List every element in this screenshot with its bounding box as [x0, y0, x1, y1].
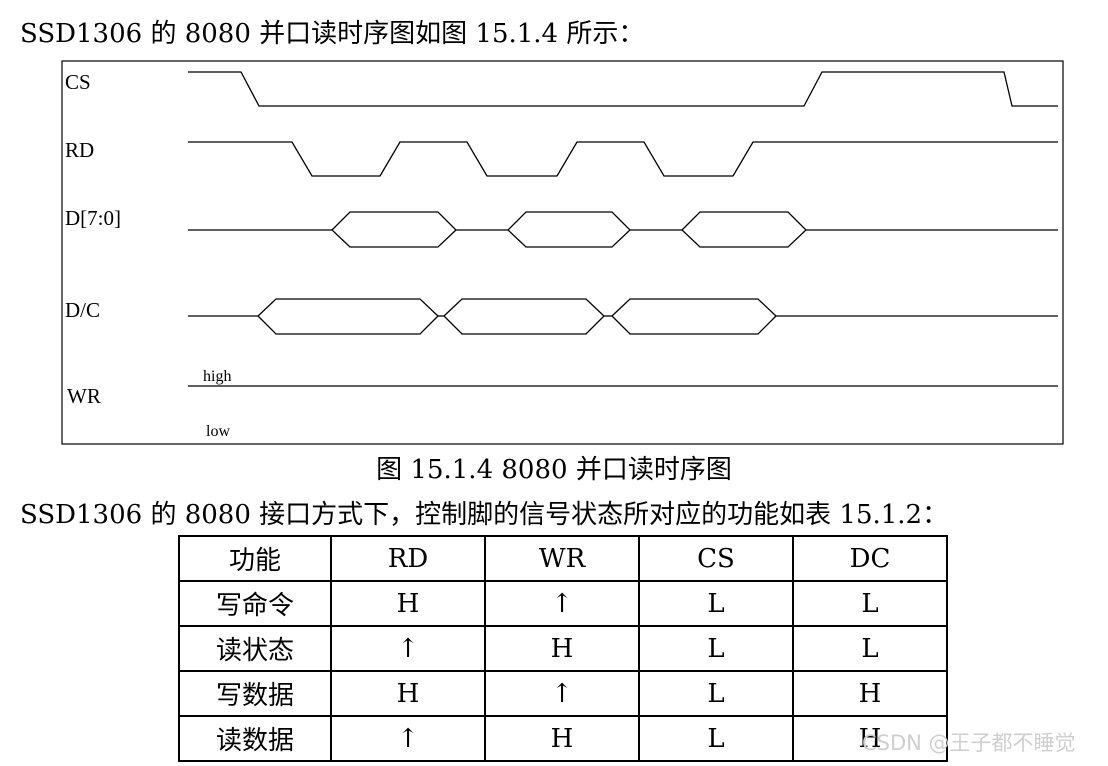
table-row: 读状态 ↑ H L L: [178, 625, 948, 672]
function-table: 功能 RD WR CS DC 写命令 H ↑ L L 读状态 ↑ H L L 写…: [178, 535, 948, 762]
dc-waveform: [188, 298, 1058, 335]
wr-signal-label: WR: [67, 384, 101, 408]
table-intro-paragraph: SSD1306 的 8080 接口方式下，控制脚的信号状态所对应的功能如表 15…: [20, 500, 949, 530]
table-cell: H: [792, 715, 948, 762]
table-header: DC: [792, 535, 948, 582]
table-header: 功能: [178, 535, 332, 582]
figure-caption: 图 15.1.4 8080 并口读时序图: [376, 455, 732, 485]
table-header: WR: [484, 535, 640, 582]
table-cell: ↑: [484, 670, 640, 717]
cs-signal-label: CS: [65, 70, 91, 94]
table-cell: 写命令: [178, 580, 332, 627]
dc-signal-label: D/C: [65, 298, 100, 322]
cropped-previous-line: ▔ ▔ ▔: [0, 0, 1108, 4]
table-row: 写数据 H ↑ L H: [178, 670, 948, 717]
csdn-watermark: CSDN @王子都不睡觉: [862, 731, 1076, 755]
table-cell: 读数据: [178, 715, 332, 762]
wr-high-label: high: [203, 368, 231, 385]
table-cell: L: [638, 670, 794, 717]
data-bus-waveform: [188, 211, 1058, 248]
cs-waveform: [188, 71, 1058, 107]
table-row: 读数据 ↑ H L H: [178, 715, 948, 762]
table-cell: L: [638, 715, 794, 762]
table-cell: L: [792, 580, 948, 627]
rd-signal-label: RD: [65, 138, 94, 162]
table-cell: L: [792, 625, 948, 672]
diagram-frame: [61, 60, 1064, 445]
table-cell: H: [484, 625, 640, 672]
table-cell: ↑: [330, 715, 486, 762]
table-cell: H: [792, 670, 948, 717]
table-cell: H: [330, 670, 486, 717]
data-bus-signal-label: D[7:0]: [65, 206, 121, 230]
table-cell: L: [638, 625, 794, 672]
table-cell: L: [638, 580, 794, 627]
table-row: 写命令 H ↑ L L: [178, 580, 948, 627]
table-header: RD: [330, 535, 486, 582]
intro-paragraph: SSD1306 的 8080 并口读时序图如图 15.1.4 所示：: [20, 19, 645, 49]
table-cell: ↑: [330, 625, 486, 672]
table-header-row: 功能 RD WR CS DC: [178, 535, 948, 582]
table-cell: H: [330, 580, 486, 627]
table-cell: 读状态: [178, 625, 332, 672]
table-cell: ↑: [484, 580, 640, 627]
wr-low-label: low: [206, 423, 230, 440]
table-cell: 写数据: [178, 670, 332, 717]
table-header: CS: [638, 535, 794, 582]
table-cell: H: [484, 715, 640, 762]
timing-diagram: CS RD D[7:0] D/C WR high low: [61, 60, 1064, 445]
rd-waveform: [188, 141, 1058, 177]
